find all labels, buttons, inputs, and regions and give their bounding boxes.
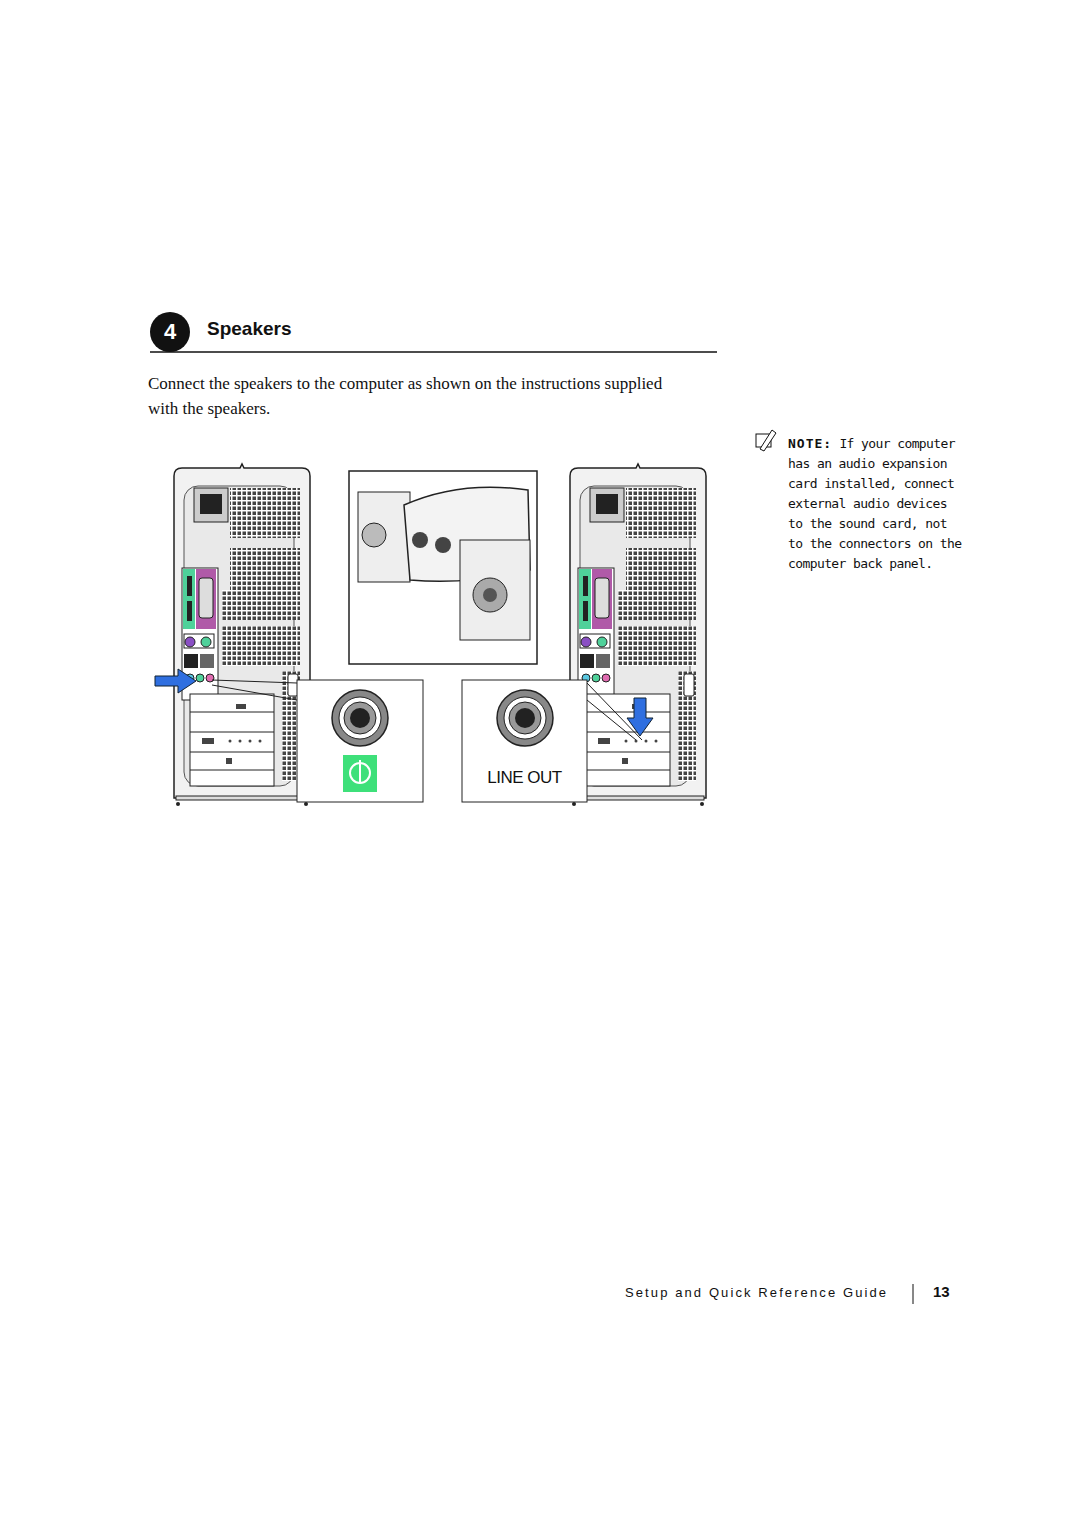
- note-block: NOTE: If your computer has an audio expa…: [788, 434, 968, 574]
- node-text: LINE OUT: [487, 768, 561, 788]
- note-label: NOTE:: [788, 436, 832, 451]
- body-paragraph: Connect the speakers to the computer as …: [148, 371, 688, 421]
- section-heading: Speakers: [207, 318, 292, 340]
- node-text: 4: [164, 319, 176, 345]
- note-text: If your computer has an audio expansion …: [788, 436, 961, 571]
- step-number: 4: [150, 312, 190, 352]
- footer-text: Setup and Quick Reference Guide: [625, 1285, 888, 1300]
- connector-callout: LINE OUT: [462, 680, 587, 802]
- page-number: 13: [933, 1283, 950, 1300]
